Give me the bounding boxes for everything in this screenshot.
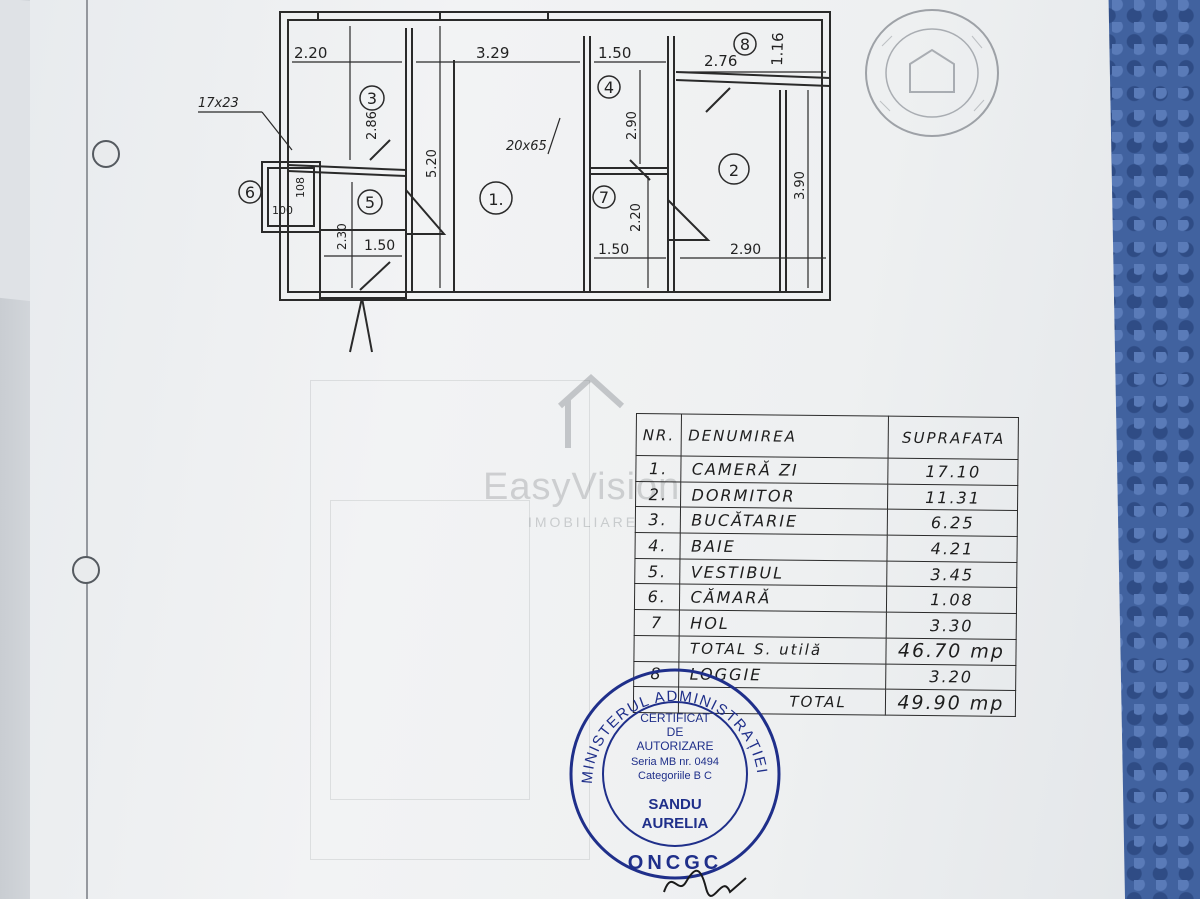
watermark-subtitle: IMOBILIARE — [528, 514, 639, 530]
room-number-2: 2 — [729, 161, 739, 180]
header-area: SUPRAFATA — [888, 416, 1019, 460]
authorization-stamp: MINISTERUL ADMINISTRAȚIEI PUBLICE CERTIF… — [568, 664, 781, 880]
header-name: DENUMIREA — [681, 413, 889, 459]
dim-1-50-hall: 1.50 — [598, 242, 629, 258]
dim-2-20: 2.20 — [294, 44, 327, 62]
row-nr: 1. — [635, 455, 682, 482]
dim-1-50-top: 1.50 — [598, 44, 631, 62]
table-row: 1. CAMERĂ ZI 17.10 — [635, 455, 1019, 486]
cadastre-seal — [865, 9, 999, 137]
dim-2-76: 2.76 — [704, 52, 737, 70]
watermark-brand: EasyVision — [483, 466, 681, 508]
stamp-line-1: CERTIFICAT — [640, 711, 710, 725]
table-row: 4. BAIE 4.21 — [634, 532, 1018, 563]
stamp-name-2: AURELIA — [642, 815, 709, 832]
pantry-room-6 — [261, 161, 321, 233]
row-name: DORMITOR — [680, 481, 889, 510]
room-number-7: 7 — [599, 188, 609, 207]
row-nr: 7 — [634, 609, 680, 636]
table-header-row: NR. DENUMIREA SUPRAFATA — [636, 413, 1019, 460]
dim-108: 108 — [294, 177, 307, 198]
row-area: 3.45 — [887, 560, 1018, 588]
room-number-8: 8 — [740, 35, 750, 54]
table-row: 2. DORMITOR 11.31 — [635, 481, 1019, 511]
signature — [663, 869, 747, 897]
room-number-3: 3 — [367, 89, 377, 108]
table-row: 5. VESTIBUL 3.45 — [634, 558, 1018, 588]
subtotal-nr — [633, 635, 680, 662]
row-area: 11.31 — [887, 483, 1019, 511]
dim-2-30: 2.30 — [335, 223, 349, 250]
dim-100: 100 — [272, 204, 293, 217]
dim-1-50-vest: 1.50 — [364, 238, 395, 254]
row-name: BUCĂTARIE — [680, 507, 888, 536]
duct-annotation-17x23: 17x23 — [198, 96, 239, 111]
room-number-4: 4 — [604, 78, 614, 97]
row-nr: 6. — [634, 583, 681, 611]
row-name: VESTIBUL — [680, 558, 888, 587]
room-number-5: 5 — [365, 193, 375, 212]
ghost-lines — [330, 500, 530, 800]
row-name: HOL — [679, 610, 887, 638]
paper-sheet — [30, 0, 1125, 899]
dim-2-86: 2.86 — [365, 111, 380, 140]
table-row-subtotal: TOTAL S. utilă 46.70 mp — [633, 635, 1017, 665]
row-nr: 5. — [634, 558, 681, 585]
dim-2-90-bed: 2.90 — [730, 242, 761, 258]
stamp-bottom: ONCGC — [628, 852, 722, 874]
stamp-line-5: Categoriile B C — [638, 770, 712, 782]
header-nr: NR. — [636, 413, 682, 456]
total-area: 49.90 mp — [885, 689, 1017, 717]
inner-wall — [287, 19, 823, 293]
row-area: 4.21 — [887, 535, 1018, 563]
row-area: 1.08 — [886, 586, 1018, 614]
stamp-line-4: Seria MB nr. 0494 — [631, 756, 719, 768]
outer-wall — [279, 11, 831, 301]
room-number-6: 6 — [245, 183, 255, 202]
margin-line — [86, 0, 88, 899]
row-nr: 4. — [634, 532, 681, 559]
row-area: 17.10 — [888, 458, 1019, 486]
ghost-lines — [310, 380, 590, 860]
table-row: 6. CĂMARĂ 1.08 — [634, 583, 1018, 614]
dim-3-90: 3.90 — [793, 171, 808, 200]
duct-annotation-20x65: 20x65 — [506, 139, 547, 154]
subtotal-area: 46.70 mp — [886, 637, 1017, 665]
row-area: 6.25 — [887, 509, 1018, 537]
punch-hole-top — [92, 140, 120, 168]
dim-5-20: 5.20 — [425, 149, 440, 178]
dim-2-90-bath: 2.90 — [625, 111, 640, 140]
dim-1-16: 1.16 — [768, 32, 787, 66]
punch-hole-bottom — [72, 556, 100, 584]
subtotal-name: TOTAL S. utilă — [679, 635, 887, 664]
row-nr: 3. — [635, 506, 681, 534]
row-name: CAMERĂ ZI — [681, 455, 889, 484]
row-name: BAIE — [680, 533, 888, 561]
table-row: 3. BUCĂTARIE 6.25 — [635, 506, 1018, 537]
loggia-area: 3.20 — [886, 663, 1017, 691]
room-number-1: 1. — [488, 190, 503, 209]
stamp-name-1: SANDU — [648, 796, 701, 813]
row-name: CĂMARĂ — [679, 584, 888, 613]
watermark-house-icon — [557, 373, 625, 448]
row-area: 3.30 — [886, 612, 1017, 640]
stamp-line-2: DE — [667, 725, 684, 739]
table-row: 7 HOL 3.30 — [634, 609, 1017, 640]
row-nr: 2. — [635, 481, 682, 508]
dim-3-29: 3.29 — [476, 44, 509, 62]
stamp-line-3: AUTORIZARE — [636, 739, 713, 753]
dim-2-20-hall: 2.20 — [629, 203, 644, 232]
